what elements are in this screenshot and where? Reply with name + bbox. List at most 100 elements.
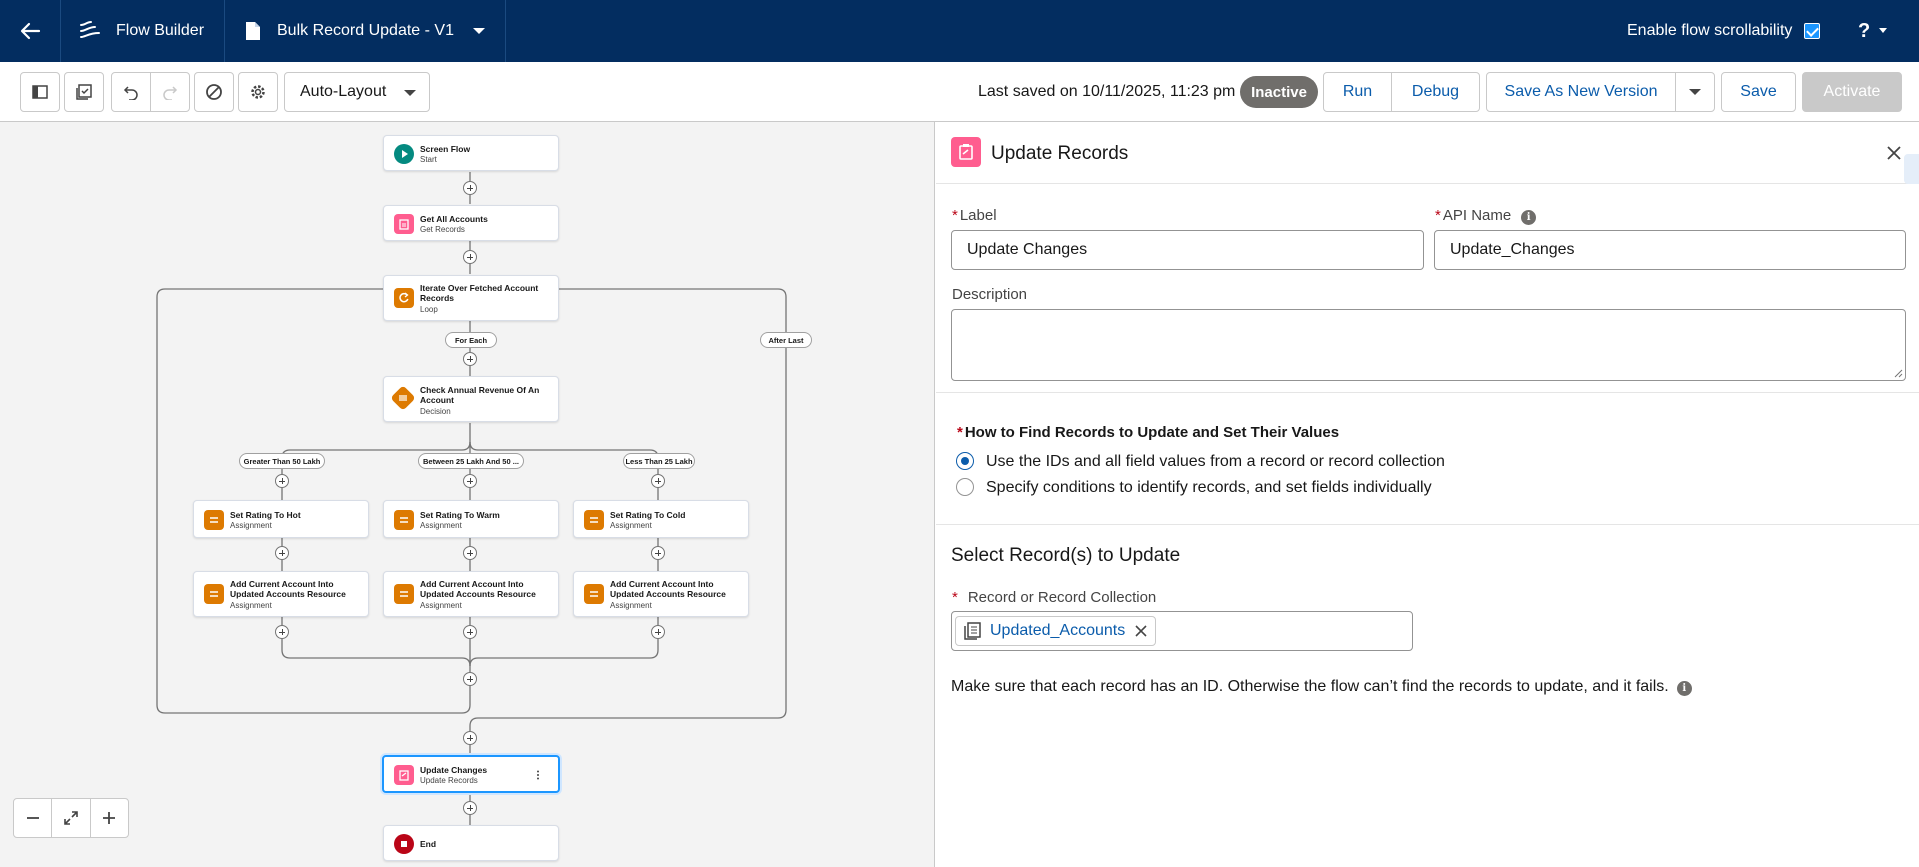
after-last-label: After Last xyxy=(760,332,812,348)
label-input[interactable]: Update Changes xyxy=(951,230,1424,270)
info-icon[interactable]: i xyxy=(1521,210,1537,225)
help-icon[interactable]: ? xyxy=(1858,19,1871,42)
info-icon[interactable]: i xyxy=(1676,681,1692,696)
plus-icon xyxy=(103,812,116,824)
add-element-button[interactable] xyxy=(651,546,665,560)
node-title: Add Current Account Into Updated Account… xyxy=(230,579,346,599)
assignment-icon xyxy=(204,584,224,604)
stop-icon xyxy=(394,834,414,854)
assignment-node[interactable]: Add Current Account Into Updated Account… xyxy=(193,571,369,617)
debug-button[interactable]: Debug xyxy=(1391,72,1480,112)
resize-handle-icon[interactable] xyxy=(1893,368,1903,378)
add-element-button[interactable] xyxy=(463,731,477,745)
run-button[interactable]: Run xyxy=(1323,72,1392,112)
loop-icon xyxy=(394,288,414,308)
decision-icon xyxy=(390,385,416,411)
loop-node[interactable]: Iterate Over Fetched Account Records Loo… xyxy=(383,275,559,321)
redo-button[interactable] xyxy=(150,72,190,112)
layout-select[interactable]: Auto-Layout xyxy=(284,72,430,112)
zoom-out-button[interactable] xyxy=(14,799,53,837)
toggle-panel-button[interactable] xyxy=(20,72,60,112)
node-subtitle: Assignment xyxy=(230,521,272,530)
save-button[interactable]: Save xyxy=(1721,72,1796,112)
add-element-button[interactable] xyxy=(275,546,289,560)
add-element-button[interactable] xyxy=(463,250,477,264)
panel-collapse-handle[interactable] xyxy=(1904,154,1919,184)
fit-view-button[interactable] xyxy=(52,799,91,837)
select-records-title: Select Record(s) to Update xyxy=(951,545,1181,566)
assignment-icon xyxy=(204,510,224,530)
play-icon xyxy=(394,144,414,164)
chevron-down-icon xyxy=(1879,28,1888,33)
arrow-left-icon xyxy=(20,22,41,40)
api-name-input[interactable]: Update_Changes xyxy=(1434,230,1906,270)
get-records-node[interactable]: Get All Accounts Get Records xyxy=(383,205,559,241)
collection-value: Updated_Accounts xyxy=(990,622,1126,639)
add-element-button[interactable] xyxy=(651,474,665,488)
add-element-button[interactable] xyxy=(463,672,477,686)
assignment-node[interactable]: Add Current Account Into Updated Account… xyxy=(573,571,749,617)
node-subtitle: Decision xyxy=(420,407,451,416)
node-subtitle: Update Records xyxy=(420,776,478,785)
outcome-label: Between 25 Lakh And 50 ... xyxy=(418,453,524,469)
close-icon[interactable] xyxy=(1887,146,1901,160)
add-element-button[interactable] xyxy=(275,474,289,488)
scrollability-label: Enable flow scrollability xyxy=(1627,22,1793,39)
save-options-button[interactable] xyxy=(1675,72,1715,112)
save-as-new-version-button[interactable]: Save As New Version xyxy=(1486,72,1676,112)
help-menu[interactable]: ? xyxy=(1858,0,1888,62)
node-title: Check Annual Revenue Of An Account xyxy=(420,385,540,405)
start-node[interactable]: Screen Flow Start xyxy=(383,135,559,171)
add-element-button[interactable] xyxy=(463,181,477,195)
selected-resource-pill[interactable]: Updated_Accounts xyxy=(955,616,1157,646)
assignment-node[interactable]: Set Rating To Hot Assignment xyxy=(193,500,369,538)
assignment-node[interactable]: Add Current Account Into Updated Account… xyxy=(383,571,559,617)
add-element-button[interactable] xyxy=(275,625,289,639)
option-conditions-label[interactable]: Specify conditions to identify records, … xyxy=(986,479,1432,496)
add-element-button[interactable] xyxy=(463,474,477,488)
option-conditions-radio[interactable] xyxy=(956,478,974,496)
label-field-label: *Label xyxy=(952,207,997,224)
remove-icon[interactable] xyxy=(1135,625,1147,637)
chevron-down-icon[interactable] xyxy=(472,26,486,36)
description-textarea[interactable] xyxy=(951,309,1906,381)
settings-button[interactable] xyxy=(238,72,278,112)
flow-name-menu[interactable]: Bulk Record Update - V1 xyxy=(245,0,486,62)
activate-button[interactable]: Activate xyxy=(1802,72,1902,112)
assignment-node[interactable]: Set Rating To Warm Assignment xyxy=(383,500,559,538)
for-each-label: For Each xyxy=(445,332,497,348)
app-title: Flow Builder xyxy=(78,0,204,62)
node-subtitle: Assignment xyxy=(420,601,462,610)
option-use-ids-label[interactable]: Use the IDs and all field values from a … xyxy=(986,453,1445,470)
more-actions-icon[interactable] xyxy=(536,770,540,780)
outcome-label: Greater Than 50 Lakh xyxy=(239,453,325,469)
assignment-node[interactable]: Set Rating To Cold Assignment xyxy=(573,500,749,538)
flow-canvas[interactable]: Screen Flow Start Get All Accounts Get R… xyxy=(0,122,935,867)
add-element-button[interactable] xyxy=(463,352,477,366)
collection-input[interactable]: Updated_Accounts xyxy=(951,611,1413,651)
add-element-button[interactable] xyxy=(463,546,477,560)
panel-title: Update Records xyxy=(991,143,1129,164)
scrollability-checkbox[interactable] xyxy=(1804,23,1821,39)
node-title: Add Current Account Into Updated Account… xyxy=(420,579,536,599)
errors-button[interactable] xyxy=(64,72,104,112)
add-element-button[interactable] xyxy=(463,801,477,815)
update-records-node[interactable]: Update Changes Update Records xyxy=(382,755,560,793)
option-use-ids-radio[interactable] xyxy=(956,452,974,470)
end-node[interactable]: End xyxy=(383,825,559,861)
add-element-button[interactable] xyxy=(651,625,665,639)
redo-icon xyxy=(163,86,178,100)
back-button[interactable] xyxy=(0,0,60,62)
undo-button[interactable] xyxy=(111,72,151,112)
node-subtitle: Assignment xyxy=(230,601,272,610)
scrollability-toggle[interactable]: Enable flow scrollability xyxy=(1627,0,1821,62)
decision-node[interactable]: Check Annual Revenue Of An Account Decis… xyxy=(383,376,559,422)
cancel-changes-button[interactable] xyxy=(194,72,234,112)
expand-icon xyxy=(64,811,78,825)
properties-panel: Update Records *Label Update Changes *AP… xyxy=(936,122,1919,867)
top-bar: Flow Builder Bulk Record Update - V1 Ena… xyxy=(0,0,1919,62)
add-element-button[interactable] xyxy=(463,625,477,639)
zoom-in-button[interactable] xyxy=(91,799,128,837)
layout-select-value: Auto-Layout xyxy=(300,83,387,100)
